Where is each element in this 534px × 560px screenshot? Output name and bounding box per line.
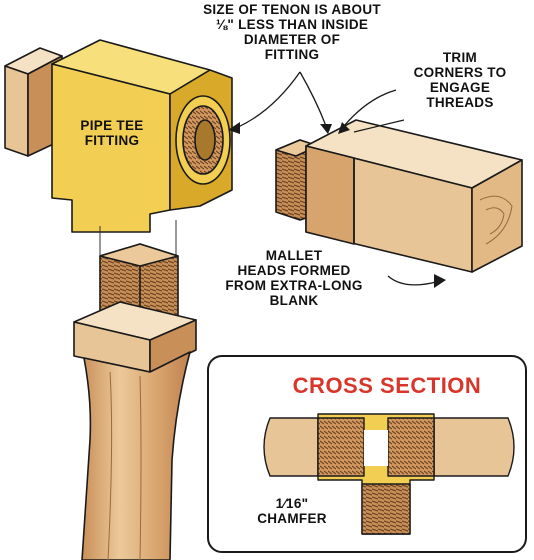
chamfer-word: CHAMFER [257,511,327,526]
pipe-tee-label: PIPE TEE FITTING [56,118,168,148]
mallet-head-blank [275,119,523,273]
mallet-heads-line-4: BLANK [269,293,319,308]
pipe-tee-line-1: PIPE TEE [80,118,144,133]
pipe-tee-line-2: FITTING [84,133,140,148]
tenon-size-line-3: DIAMETER OF [243,32,341,47]
alignment-lines [99,220,177,258]
trim-corners-label: TRIM CORNERS TO ENGAGE THREADS [396,50,524,110]
mallet-heads-line-1: MALLET [265,248,323,263]
chamfer-size: 1⁄16" [275,496,309,511]
trim-corners-line-2: CORNERS TO [413,65,507,80]
mallet-handle [73,243,197,560]
trim-corners-line-4: THREADS [426,95,494,110]
mallet-heads-label: MALLET HEADS FORMED FROM EXTRA-LONG BLAN… [198,248,390,308]
mallet-heads-line-3: FROM EXTRA-LONG [225,278,363,293]
pipe-tee-fitting [4,39,233,233]
mallet-heads-line-2: HEADS FORMED [237,263,351,278]
cross-section-inset [207,355,527,553]
tenon-size-line-1: SIZE OF TENON IS ABOUT [203,2,381,17]
tenon-size-line-2: ⅛" LESS THAN INSIDE [215,17,369,32]
cross-section-title: CROSS SECTION [292,373,482,398]
trim-corners-line-1: TRIM [442,50,478,65]
tenon-size-line-4: FITTING [264,47,320,62]
chamfer-label: 1⁄16" CHAMFER [246,496,338,526]
trim-corners-line-3: ENGAGE [429,80,491,95]
tenon-size-label: SIZE OF TENON IS ABOUT ⅛" LESS THAN INSI… [152,2,432,62]
